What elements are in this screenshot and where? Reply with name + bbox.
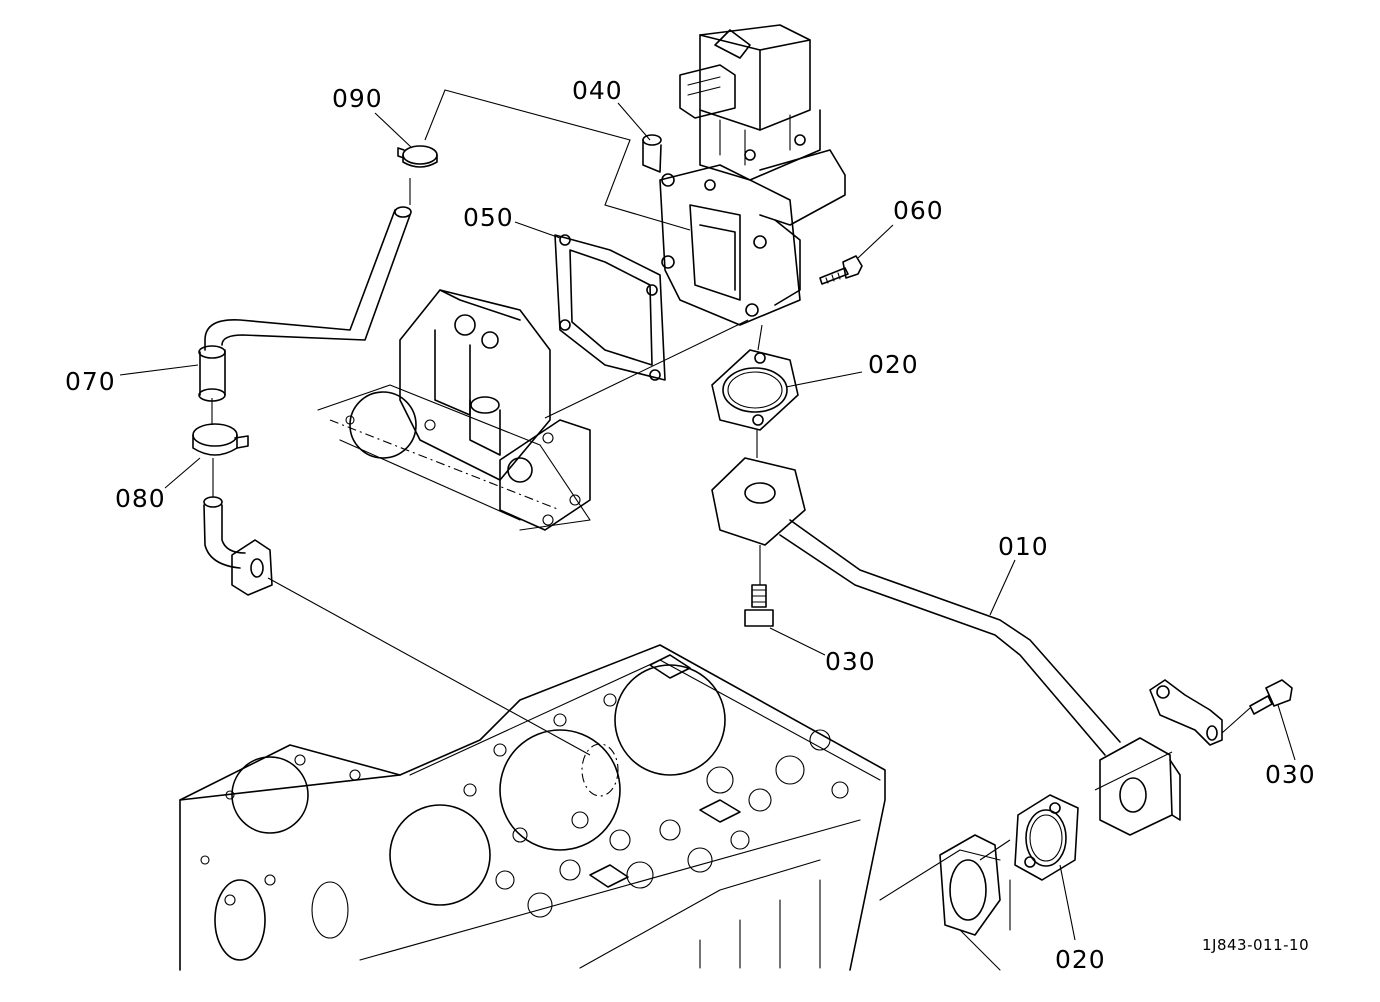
callout-030-right: 030 (1265, 760, 1316, 789)
gasket-050 (554, 234, 666, 381)
crankcase-block (179, 644, 886, 971)
callout-020-upper: 020 (868, 350, 919, 379)
bracket (1149, 679, 1223, 746)
gasket-020-lower (1014, 794, 1079, 881)
callout-020-lower: 020 (1055, 945, 1106, 974)
bolt-030-lower (744, 584, 774, 627)
leader-lines (119, 102, 1296, 941)
callout-070: 070 (65, 367, 116, 396)
drawing-reference: 1J843-011-10 (1202, 936, 1309, 954)
callout-010: 010 (998, 532, 1049, 561)
cylinder-head (317, 289, 591, 531)
bolt-030-right (1249, 679, 1293, 715)
hose-clamp-090 (397, 145, 438, 168)
hose-clamp-080 (192, 423, 249, 456)
exhaust-manifold (879, 834, 1011, 971)
callout-090: 090 (332, 84, 383, 113)
assembly-lines (211, 89, 1251, 861)
callout-labels: 090 040 050 060 070 020 080 010 030 030 … (65, 76, 1316, 974)
egr-pipe-010 (711, 457, 1181, 836)
hose-070 (198, 206, 412, 402)
bolt-060 (819, 255, 863, 285)
gasket-020-upper (711, 349, 799, 431)
callout-060: 060 (893, 196, 944, 225)
callout-030-lower: 030 (825, 647, 876, 676)
lower-pipe (203, 496, 273, 596)
callout-040: 040 (572, 76, 623, 105)
callout-050: 050 (463, 203, 514, 232)
callout-080: 080 (115, 484, 166, 513)
egr-valve (642, 24, 846, 326)
